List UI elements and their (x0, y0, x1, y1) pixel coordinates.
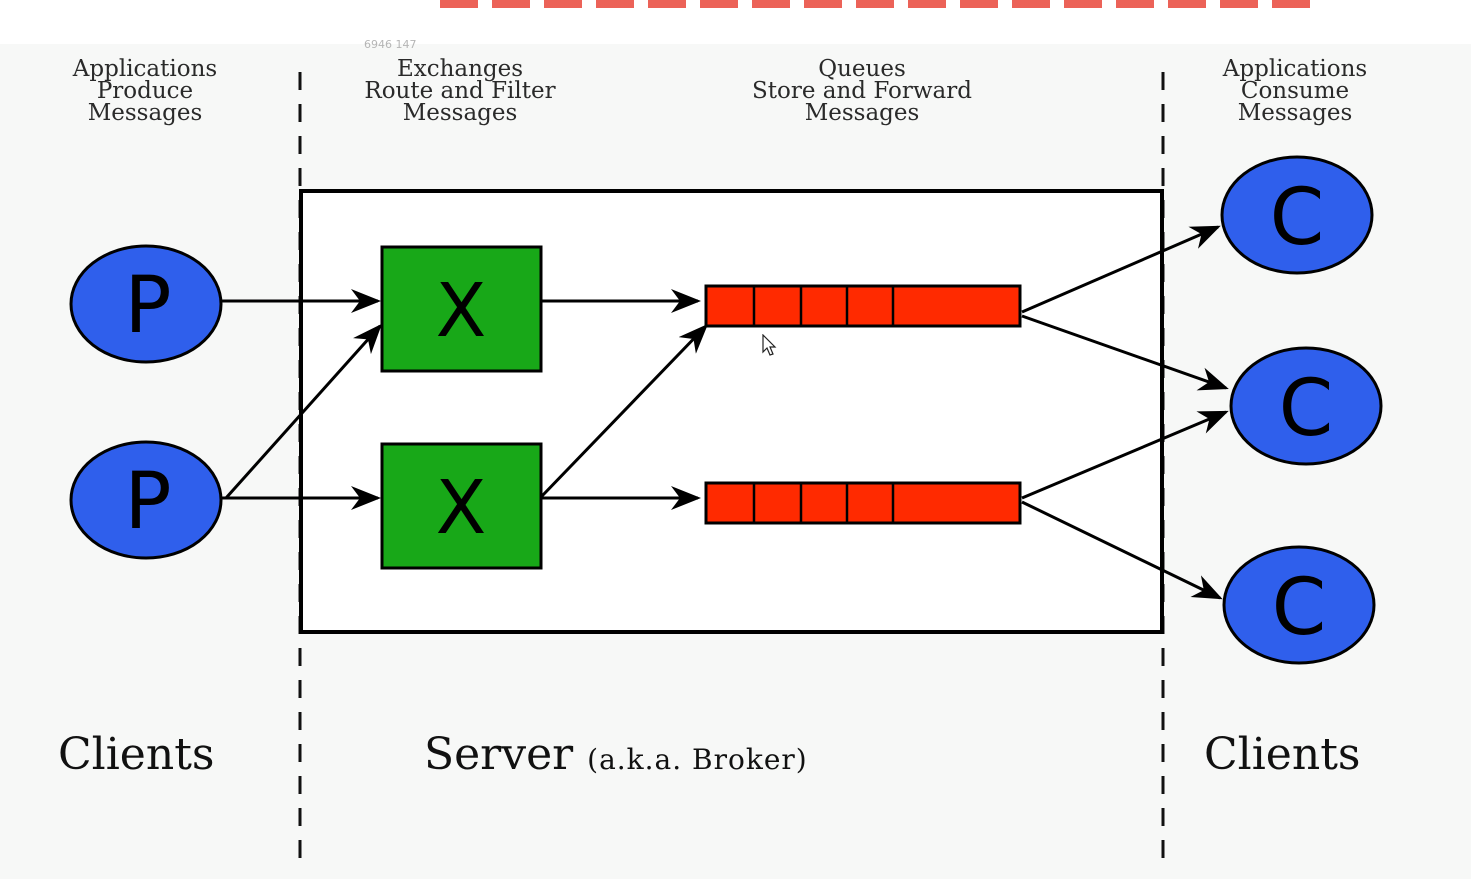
mouse-cursor-icon (762, 334, 777, 356)
producers-header: Applications Produce Messages (72, 56, 218, 126)
server-label-group: Server (a.k.a. Broker) (424, 730, 808, 785)
clients-right-label: Clients (1204, 729, 1361, 780)
consumers-header: Applications Consume Messages (1222, 56, 1368, 126)
consumer-letter: C (1272, 563, 1326, 653)
producer-node-2: P (69, 440, 223, 560)
consumer-node-2: C (1229, 346, 1383, 466)
consumer-node-1: C (1220, 155, 1374, 275)
clients-left-label: Clients (58, 729, 215, 780)
slide-title-fragment (440, 0, 1320, 8)
queues-header: Queues Store and Forward Messages (752, 56, 972, 126)
consumer-letter: C (1270, 173, 1324, 263)
arrow-q1-c2 (1021, 314, 1229, 391)
exchange-node-2: X (380, 442, 543, 570)
arrow-q2-c3 (1021, 500, 1223, 600)
server-aka-label: (a.k.a. Broker) (587, 743, 808, 776)
consumer-letter: C (1279, 364, 1333, 454)
exchanges-header: Exchanges Route and Filter Messages (364, 56, 556, 126)
queue-2 (704, 481, 1022, 525)
exchange-letter: X (436, 465, 487, 551)
queue-1 (704, 284, 1022, 328)
producer-node-1: P (69, 244, 223, 364)
arrow-p2-x1 (224, 323, 383, 500)
producer-letter: P (124, 261, 171, 351)
arrow-x2-q1 (540, 323, 709, 498)
watermark-stamp: 6946 147 (364, 38, 417, 51)
exchange-node-1: X (380, 245, 543, 373)
server-label: Server (424, 729, 574, 780)
arrow-q1-c1 (1021, 225, 1221, 314)
producer-letter: P (124, 457, 171, 547)
arrow-q2-c2 (1021, 410, 1229, 500)
exchange-letter: X (436, 268, 487, 354)
consumer-node-3: C (1222, 545, 1376, 665)
